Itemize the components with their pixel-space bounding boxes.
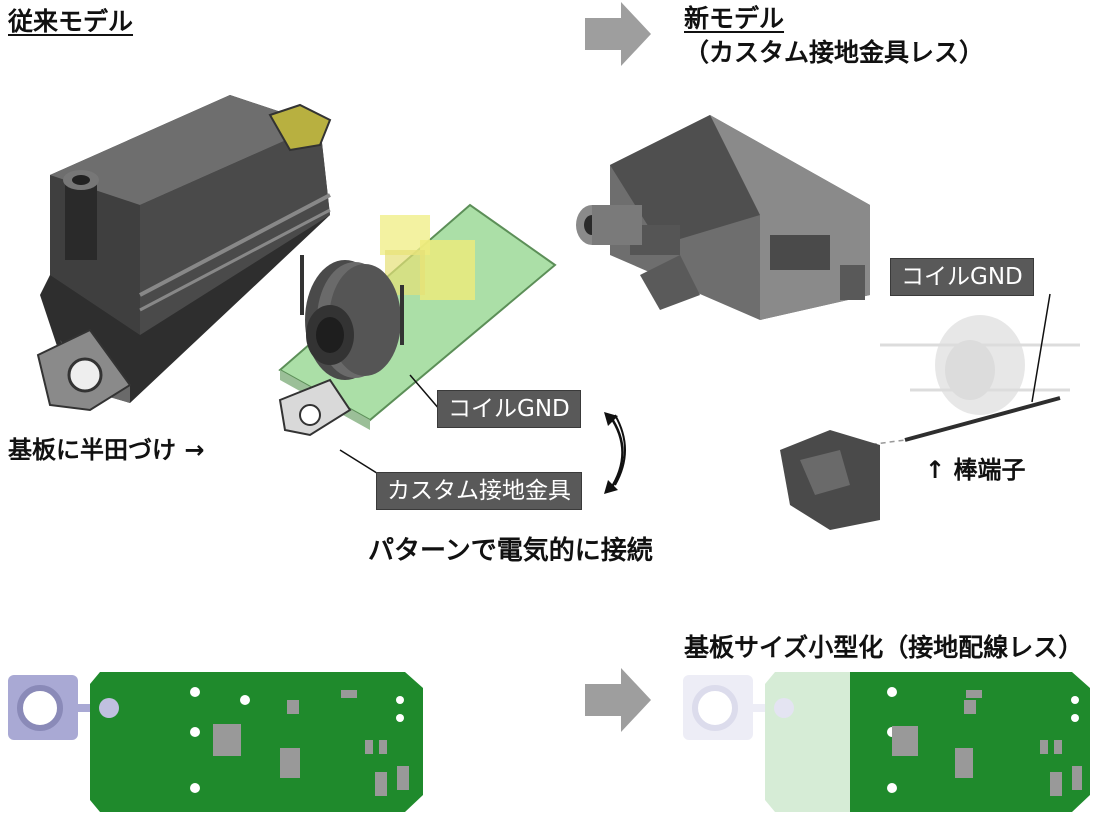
double-headed-arrow-icon xyxy=(604,412,624,494)
custom-ground-bracket-label: カスタム接地金具 xyxy=(376,472,582,510)
old-model-pcb-jack-illustration xyxy=(278,203,626,486)
board-size-title: 基板サイズ小型化（接地配線レス） xyxy=(684,633,1084,662)
solder-to-board-label: 基板に半田づけ → xyxy=(8,436,205,464)
coil-gnd-label-new: コイルGND xyxy=(890,258,1034,296)
new-model-title-line2: （カスタム接地金具レス） xyxy=(684,38,985,67)
coil-gnd-label-old: コイルGND xyxy=(437,390,581,428)
new-model-housing-illustration xyxy=(576,115,870,320)
right-arrow-icon-top xyxy=(585,2,651,66)
new-model-title-line1: 新モデル xyxy=(684,4,785,33)
old-model-housing-illustration xyxy=(36,95,332,412)
old-board-illustration xyxy=(8,672,423,812)
rod-terminal-detail-illustration xyxy=(780,293,1080,530)
pattern-connection-label: パターンで電気的に接続 xyxy=(368,536,653,566)
new-board-illustration xyxy=(683,672,1090,812)
old-model-title: 従来モデル xyxy=(8,7,134,36)
rod-terminal-label: ↑ 棒端子 xyxy=(925,456,1026,484)
right-arrow-icon-bottom xyxy=(585,668,651,732)
new-model-title: 新モデル （カスタム接地金具レス） xyxy=(684,2,984,70)
